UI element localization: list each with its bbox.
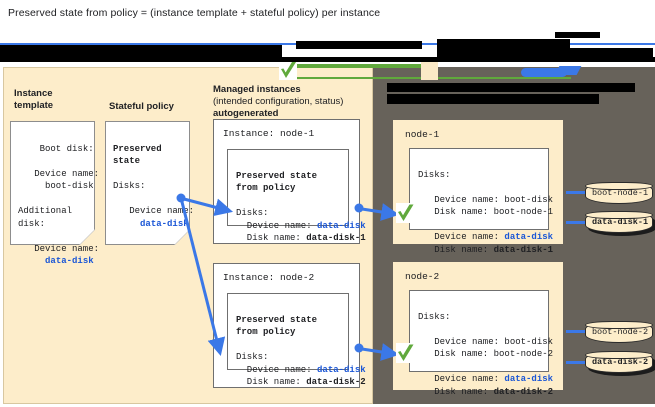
legend-green-line-thick <box>290 64 425 68</box>
node-data-device-value-node-1: data-disk <box>504 232 554 242</box>
redaction-bar-right-title-2 <box>387 94 599 104</box>
node-boot-device-node-1: Device name: boot-disk <box>418 194 554 205</box>
disk-cylinder-boot-node-1: boot-node-1 <box>584 181 653 204</box>
disk-cylinder-lid <box>584 350 653 359</box>
preserved-state-box-node-2: Preserved state from policy Disks: Devic… <box>227 293 366 387</box>
heading-managed-instances: Managed instances (intended configuratio… <box>213 84 343 120</box>
stateful-policy-data-disk: data-disk <box>140 218 189 229</box>
green-check-icon-node-2 <box>396 343 415 363</box>
preserved-state-device-value-node-1: data-disk <box>317 220 366 231</box>
stateful-policy-card-title-line1: Preserved <box>113 143 162 154</box>
managed-instance-box-node-1: Instance: node-1 Preserved state from po… <box>213 119 366 244</box>
preserved-state-device-value-node-2: data-disk <box>317 364 366 375</box>
preserved-state-title-line1-node-1: Preserved state <box>236 170 318 181</box>
disk-label-boot-node-2: boot-node-2 <box>591 327 649 337</box>
node-data-device-label-node-2: Device name: <box>418 374 505 384</box>
connector-node1-boot-disk <box>566 191 588 194</box>
heading-instance-template: Instance template <box>14 88 53 112</box>
disk-cylinder-lid <box>584 210 653 219</box>
heading-stateful-policy: Stateful policy <box>109 101 174 113</box>
preserved-state-disk-value-node-1: data-disk-1 <box>306 233 366 243</box>
heading-stateful-policy-line1: Stateful policy <box>109 101 174 112</box>
node-data-device-label-node-1: Device name: <box>418 232 505 242</box>
node-title-node-1: node-1 <box>405 129 440 140</box>
disk-cylinder-lid <box>584 320 653 329</box>
node-title-node-2: node-2 <box>405 271 440 282</box>
redaction-bar-legend-3 <box>437 39 570 48</box>
node-data-disk-value-node-2: data-disk-2 <box>493 386 554 397</box>
connector-node1-data-disk <box>566 221 588 224</box>
diagram-caption: Preserved state from policy = (instance … <box>8 7 381 19</box>
heading-managed-instances-line1: Managed instances <box>213 84 301 95</box>
preserved-state-title-line1-node-2: Preserved state <box>236 314 318 325</box>
node-boot-disk-node-2: Disk name: boot-node-2 <box>418 349 554 359</box>
instance-template-card: Boot disk: Device name: boot-disk Additi… <box>10 121 99 266</box>
legend-blue-blob <box>521 68 567 77</box>
instance-template-card-text: Boot disk: Device name: boot-disk Additi… <box>18 143 100 267</box>
preserved-state-disk-value-node-2: data-disk-2 <box>306 377 366 387</box>
node-boot-device-node-2: Device name: boot-disk <box>418 336 554 347</box>
preserved-state-title-line2-node-2: from policy <box>236 327 296 337</box>
node-box-node-2: node-2 Disks: Device name: boot-disk Dis… <box>393 262 563 397</box>
disk-cylinder-lid <box>584 181 653 190</box>
node-data-disk-value-node-1: data-disk-1 <box>493 244 554 255</box>
connector-node2-data-disk <box>566 361 588 364</box>
preserved-state-disk-label-node-1: Disk name: <box>236 233 307 243</box>
node-boot-disk-node-1: Disk name: boot-node-1 <box>418 207 554 217</box>
redaction-bar-legend-5 <box>555 32 600 38</box>
preserved-state-disks-label-node-1: Disks: <box>236 208 269 218</box>
preserved-state-device-label-node-1: Device name: <box>236 220 318 231</box>
managed-instance-title-node-1: Instance: node-1 <box>223 128 315 139</box>
disk-cylinder-boot-node-2: boot-node-2 <box>584 320 653 343</box>
redaction-bar-legend-2 <box>296 41 422 49</box>
node-data-device-value-node-2: data-disk <box>504 374 554 384</box>
redaction-bar-right-title-1 <box>387 83 635 92</box>
green-check-icon-node-1 <box>396 203 415 223</box>
green-check-icon <box>279 61 297 80</box>
node-data-disk-label-node-2: Disk name: <box>418 386 494 397</box>
disk-label-data-disk-1: data-disk-1 <box>591 217 649 227</box>
node-disks-box-node-2: Disks: Device name: boot-disk Disk name:… <box>409 290 553 397</box>
connector-node2-boot-disk <box>566 330 588 333</box>
heading-instance-template-line2: template <box>14 100 54 111</box>
node-box-node-1: node-1 Disks: Device name: boot-disk Dis… <box>393 120 563 255</box>
heading-managed-instances-line2: (intended configuration, status) <box>213 96 344 107</box>
heading-managed-instances-line3: autogenerated <box>213 108 279 119</box>
heading-instance-template-line1: Instance <box>14 88 53 99</box>
stateful-policy-card-title-line2: state <box>113 156 141 166</box>
node-data-disk-label-node-1: Disk name: <box>418 244 494 255</box>
disk-cylinder-data-disk-2: data-disk-2 <box>584 350 653 373</box>
card-fold-inner <box>80 230 95 245</box>
node-disks-box-node-1: Disks: Device name: boot-disk Disk name:… <box>409 148 553 255</box>
instance-template-data-disk: data-disk <box>45 256 94 266</box>
redaction-bar-legend-6 <box>0 57 655 62</box>
beige-swatch <box>421 62 438 80</box>
preserved-state-title-line2-node-1: from policy <box>236 183 296 193</box>
managed-instance-title-node-2: Instance: node-2 <box>223 272 315 283</box>
preserved-state-disk-label-node-2: Disk name: <box>236 377 307 387</box>
disk-label-data-disk-2: data-disk-2 <box>591 357 649 367</box>
stateful-policy-card: Preserved state Disks: Device name: data… <box>105 121 194 245</box>
preserved-state-device-label-node-2: Device name: <box>236 364 318 375</box>
node-disks-label-node-2: Disks: <box>418 311 451 322</box>
disk-cylinder-data-disk-1: data-disk-1 <box>584 210 653 233</box>
card-fold-inner <box>175 230 190 245</box>
preserved-state-box-node-1: Preserved state from policy Disks: Devic… <box>227 149 366 243</box>
disk-label-boot-node-1: boot-node-1 <box>591 188 649 198</box>
preserved-state-disks-label-node-2: Disks: <box>236 352 269 362</box>
managed-instance-box-node-2: Instance: node-2 Preserved state from po… <box>213 263 366 388</box>
node-disks-label-node-1: Disks: <box>418 169 451 180</box>
